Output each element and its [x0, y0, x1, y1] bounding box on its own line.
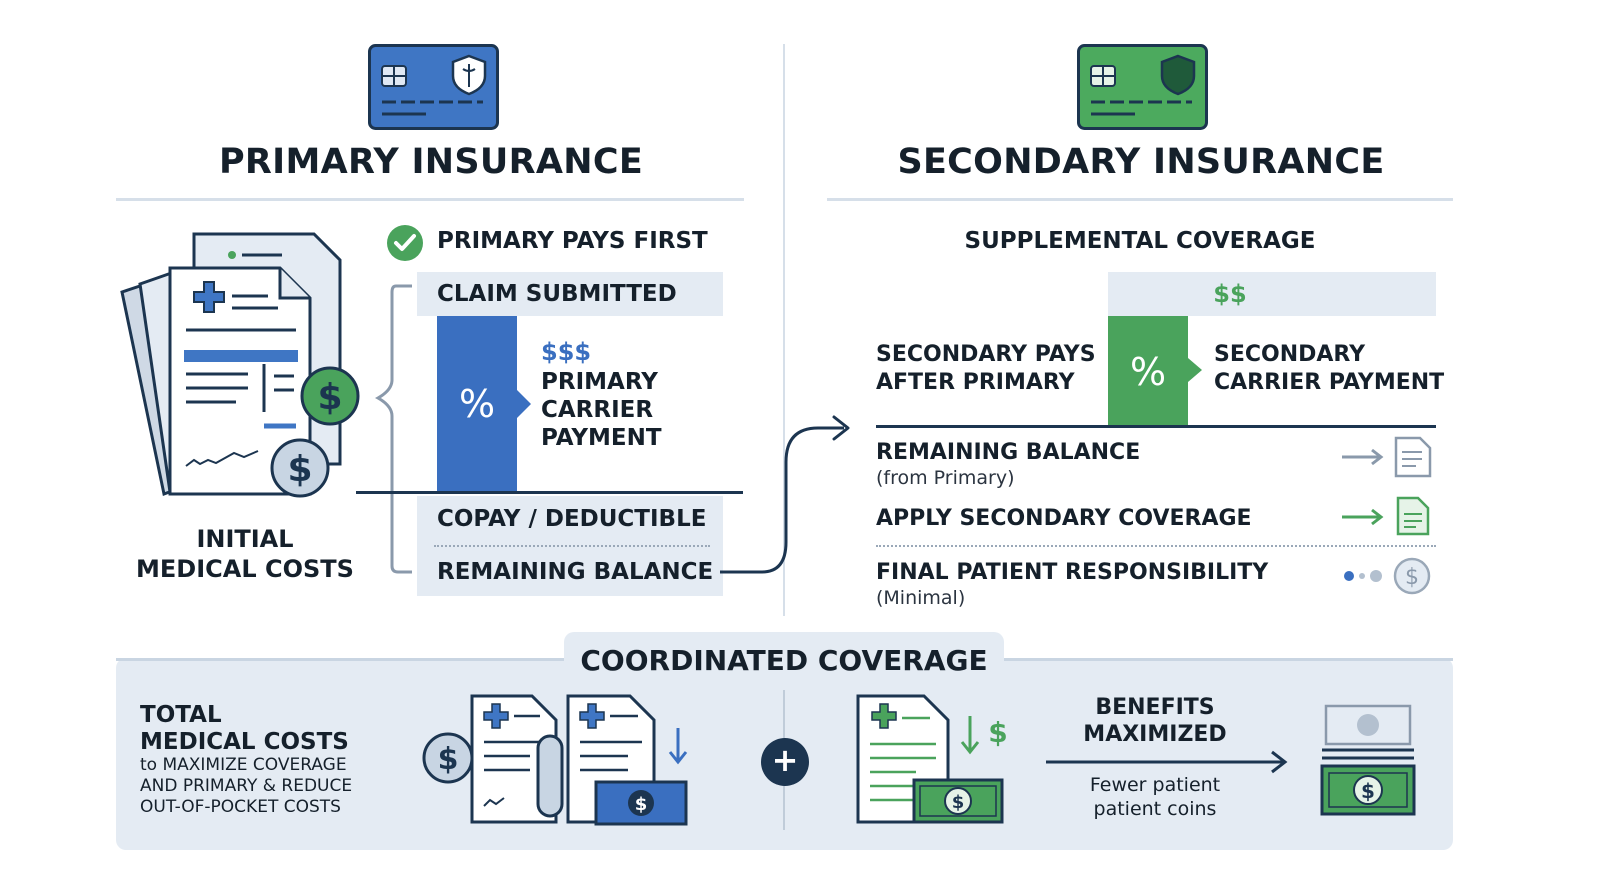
svg-text:$: $: [438, 742, 459, 777]
secondary-carrier-payment: SECONDARY CARRIER PAYMENT: [1214, 341, 1444, 397]
benefits-line-2: MAXIMIZED: [1083, 722, 1227, 747]
fewer-patient-coins-label: Fewer patient patient coins: [1060, 773, 1250, 821]
pays-after-line-2: AFTER PRIMARY: [876, 370, 1075, 395]
total-line-1: TOTAL: [140, 702, 222, 728]
primary-title-underline: [116, 198, 744, 201]
fewer-line-1: Fewer patient: [1089, 774, 1221, 796]
primary-amount: $$$: [541, 338, 592, 366]
benefits-maximized-label: BENEFITS MAXIMIZED: [1070, 694, 1240, 748]
combined-claims-icon: $ $: [422, 694, 688, 826]
benefits-line-1: BENEFITS: [1095, 695, 1215, 720]
pays-after-line-1: SECONDARY PAYS: [876, 342, 1096, 367]
final-dots-icon: [1344, 570, 1382, 582]
secondary-title-underline: [827, 198, 1453, 201]
secondary-remaining-balance-label: REMAINING BALANCE: [876, 440, 1141, 465]
svg-text:$: $: [1361, 779, 1375, 803]
total-desc-line-3: OUT-OF-POCKET COSTS: [140, 797, 341, 817]
total-desc-line-1: to MAXIMIZE COVERAGE: [140, 755, 347, 775]
primary-baseline: [356, 491, 743, 494]
svg-text:$: $: [952, 792, 965, 813]
secondary-claim-icon: $ $: [856, 694, 1008, 824]
total-desc-line-2: AND PRIMARY & REDUCE: [140, 776, 353, 796]
flow-arrow-icon: [720, 415, 850, 574]
primary-insurance-card-icon: [368, 44, 499, 130]
primary-title: PRIMARY INSURANCE: [218, 142, 644, 182]
primary-remaining-balance-label: REMAINING BALANCE: [437, 559, 714, 585]
initial-costs-line-2: MEDICAL COSTS: [136, 555, 354, 583]
apply-document-icon: [1396, 496, 1430, 536]
secondary-title: SECONDARY INSURANCE: [897, 142, 1385, 182]
remaining-arrow-icon: [1342, 448, 1384, 466]
final-dollar-coin-icon: $: [1393, 557, 1431, 595]
apply-secondary-coverage-label: APPLY SECONDARY COVERAGE: [876, 506, 1252, 531]
svg-text:$: $: [1405, 565, 1419, 590]
secondary-pays-after-label: SECONDARY PAYS AFTER PRIMARY: [876, 341, 1096, 397]
final-patient-responsibility-label: FINAL PATIENT RESPONSIBILITY: [876, 560, 1269, 585]
remaining-document-icon: [1394, 436, 1432, 478]
total-line-2: MEDICAL COSTS: [140, 729, 349, 755]
primary-carrier-payment: PRIMARY CARRIER PAYMENT: [541, 368, 662, 452]
benefits-arrow-icon: [1046, 750, 1288, 774]
svg-text:$: $: [635, 794, 648, 815]
primary-carrier-line-1: PRIMARY: [541, 369, 658, 395]
bracket-connector: [374, 284, 412, 574]
svg-text:$: $: [988, 716, 1007, 749]
total-medical-costs-label: TOTAL MEDICAL COSTS: [140, 702, 349, 756]
minimal-note: (Minimal): [876, 587, 966, 609]
secondary-insurance-card-icon: [1077, 44, 1208, 130]
fewer-line-2: patient coins: [1093, 798, 1217, 820]
supplemental-coverage-label: SUPPLEMENTAL COVERAGE: [964, 228, 1316, 254]
total-description: to MAXIMIZE COVERAGE AND PRIMARY & REDUC…: [140, 755, 352, 818]
coordinated-title-tab: [564, 632, 1004, 690]
check-icon: [387, 225, 423, 261]
secondary-carrier-line-1: SECONDARY: [1214, 342, 1366, 367]
primary-carrier-line-2: CARRIER: [541, 397, 654, 423]
svg-text:$: $: [287, 449, 312, 490]
from-primary-note: (from Primary): [876, 467, 1015, 489]
coordinated-title: COORDINATED COVERAGE: [580, 644, 988, 677]
primary-percent-symbol: %: [458, 382, 496, 426]
claim-submitted-band: [417, 272, 723, 316]
plus-symbol: +: [771, 741, 799, 779]
svg-text:$: $: [317, 377, 342, 418]
column-divider: [783, 44, 785, 616]
secondary-amount-band: [1108, 272, 1436, 316]
primary-carrier-line-3: PAYMENT: [541, 425, 662, 451]
secondary-baseline: [876, 425, 1436, 428]
cash-stack-icon: $: [1320, 704, 1416, 816]
secondary-amount: $$: [1213, 280, 1247, 308]
secondary-carrier-line-2: CARRIER PAYMENT: [1214, 370, 1445, 395]
apply-arrow-icon: [1342, 508, 1384, 526]
initial-costs-line-1: INITIAL: [196, 525, 294, 553]
medical-documents-icon: $ $: [120, 232, 360, 498]
primary-pays-first-label: PRIMARY PAYS FIRST: [437, 228, 708, 254]
plus-icon: [761, 738, 809, 786]
copay-deductible-label: COPAY / DEDUCTIBLE: [437, 506, 707, 532]
claim-submitted-label: CLAIM SUBMITTED: [437, 281, 677, 307]
secondary-percent-symbol: %: [1129, 350, 1167, 394]
initial-medical-costs-label: INITIAL MEDICAL COSTS: [130, 524, 360, 584]
copay-dotted-divider: [434, 545, 710, 547]
secondary-dotted-divider: [876, 545, 1436, 547]
secondary-percent-block: [1108, 316, 1202, 426]
primary-percent-block: [437, 316, 531, 492]
